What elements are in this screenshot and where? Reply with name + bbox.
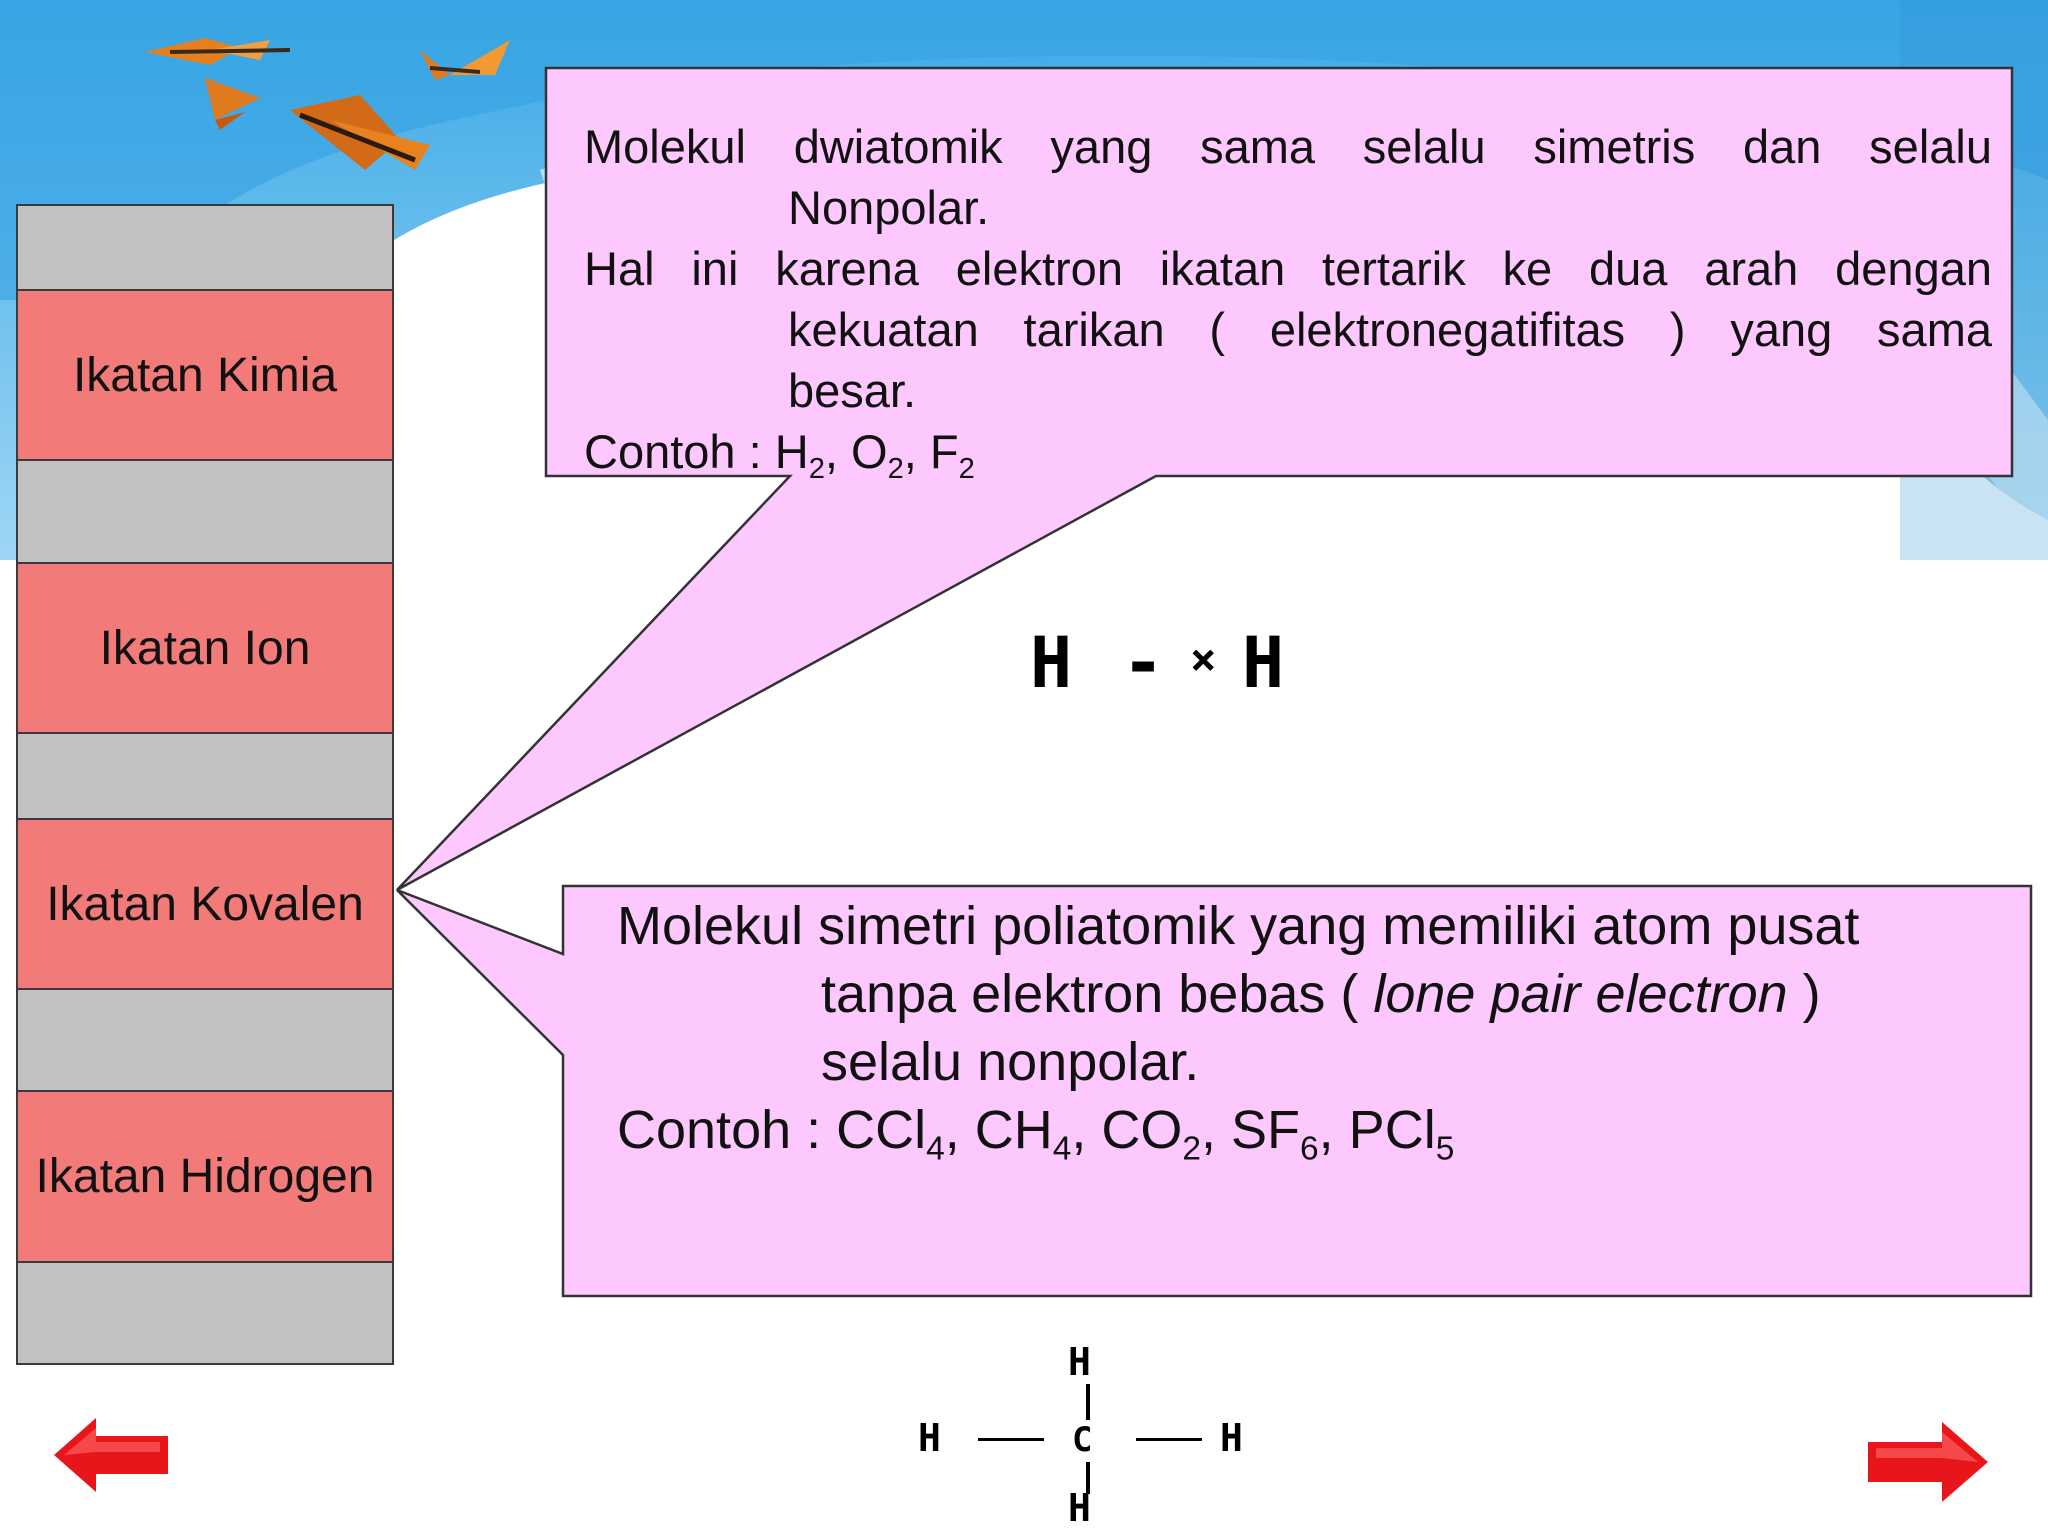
butterfly-icon [145, 38, 291, 65]
bond-line [978, 1438, 1044, 1441]
next-arrow-button[interactable] [1866, 1420, 1990, 1504]
butterfly-icon [420, 40, 510, 80]
callout-line: Nonpolar. [788, 181, 990, 234]
sidebar-item-ikatan-kimia[interactable]: Ikatan Kimia [16, 291, 394, 461]
sidebar-spacer [16, 1263, 394, 1365]
h2-lewis-structure: H - × H [1030, 622, 1330, 704]
atom-h: H [1068, 1486, 1091, 1530]
bond-line [1086, 1462, 1090, 1494]
sidebar-nav: Ikatan Kimia Ikatan Ion Ikatan Kovalen I… [16, 204, 394, 1365]
callout-line: tanpa elektron bebas ( lone pair electro… [821, 964, 1821, 1024]
sidebar-item-ikatan-ion[interactable]: Ikatan Ion [16, 564, 394, 734]
sidebar-item-ikatan-kovalen[interactable]: Ikatan Kovalen [16, 820, 394, 990]
sidebar-spacer [16, 734, 394, 820]
bond-line [1136, 1438, 1202, 1441]
bond-dash: - [1122, 622, 1165, 704]
butterflies-decoration [145, 38, 510, 170]
atom-h: H [918, 1416, 941, 1460]
callout-line: Hal ini karena elektron ikatan tertarik … [584, 242, 1992, 295]
sidebar-item-ikatan-hidrogen[interactable]: Ikatan Hidrogen [16, 1092, 394, 1263]
sidebar-spacer [16, 461, 394, 564]
callout-polyatomic-text: Molekul simetri poliatomik yang memiliki… [563, 886, 2031, 1296]
sidebar-spacer [16, 204, 394, 291]
sidebar-spacer [16, 990, 394, 1092]
butterfly-icon [205, 78, 260, 130]
callout-line: kekuatan tarikan ( elektronegatifitas ) … [788, 303, 1992, 356]
atom-h: H [1220, 1416, 1243, 1460]
prev-arrow-button[interactable] [52, 1416, 170, 1494]
example-line: Contoh : CCl4, CH4, CO2, SF6, PCl5 [617, 1100, 1455, 1168]
butterfly-icon [290, 95, 430, 170]
bond-line [1086, 1384, 1090, 1420]
atom-h: H [1242, 622, 1285, 704]
callout-line: Molekul dwiatomik yang sama selalu simet… [584, 120, 1992, 173]
example-line: Contoh : H2, O2, F2 [584, 425, 975, 486]
callout-line: besar. [788, 364, 917, 417]
electron-dot: × [1190, 634, 1217, 685]
callout-line: selalu nonpolar. [821, 1032, 1200, 1092]
callout-diatomic-text: Molekul dwiatomik yang sama selalu simet… [546, 68, 2012, 484]
callout-line: Molekul simetri poliatomik yang memiliki… [617, 896, 1860, 956]
atom-h: H [1068, 1340, 1091, 1384]
atom-c: C [1072, 1420, 1093, 1460]
ch4-structural-formula: H H C H H [910, 1340, 1270, 1530]
atom-h: H [1030, 622, 1073, 704]
